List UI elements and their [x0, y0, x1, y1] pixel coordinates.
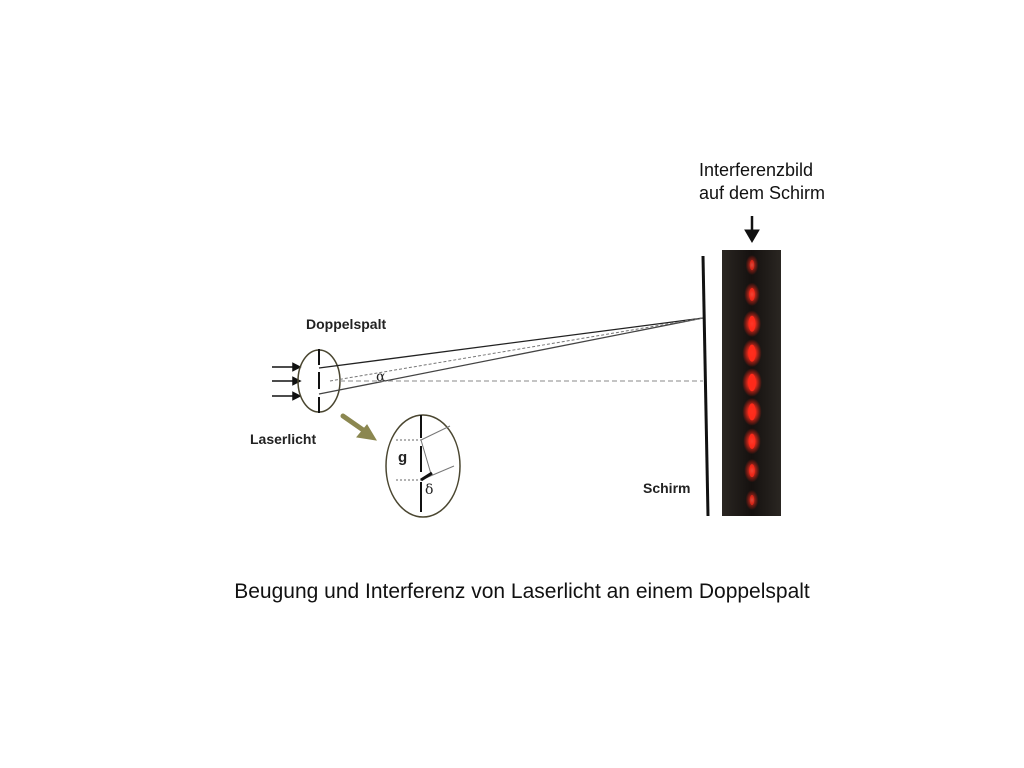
fringe-core-6 [748, 403, 756, 421]
fringe-core-4 [748, 344, 756, 362]
zoom-detail-slits [396, 415, 455, 512]
zoom-detail-lens [385, 414, 461, 518]
fringe-core-3 [748, 315, 756, 332]
fringe-core-5 [748, 373, 756, 392]
screen-line [701, 255, 710, 517]
caption: Beugung und Interferenz von Laserlicht a… [234, 580, 810, 603]
g-spacing-label: g [398, 449, 408, 466]
alpha-angle-label: α [376, 369, 386, 385]
interference-label-line2: auf dem Schirm [699, 183, 826, 203]
delta-path-label: δ [425, 482, 434, 498]
doppelspalt-label: Doppelspalt [306, 316, 387, 332]
interference-photo [722, 250, 781, 516]
zoom-arrow-icon [340, 413, 377, 441]
rays [318, 317, 704, 395]
schirm-label: Schirm [643, 480, 691, 496]
fringe-core-7 [748, 433, 756, 449]
laserlicht-label: Laserlicht [250, 431, 317, 447]
fringe-core-9 [749, 494, 755, 506]
down-arrow-icon [744, 216, 760, 243]
interference-label-line1: Interferenzbild [699, 160, 814, 180]
fringe-core-8 [749, 464, 755, 478]
fringe-core-1 [749, 259, 755, 271]
laser-arrows [272, 362, 302, 401]
fringe-core-2 [749, 287, 755, 301]
